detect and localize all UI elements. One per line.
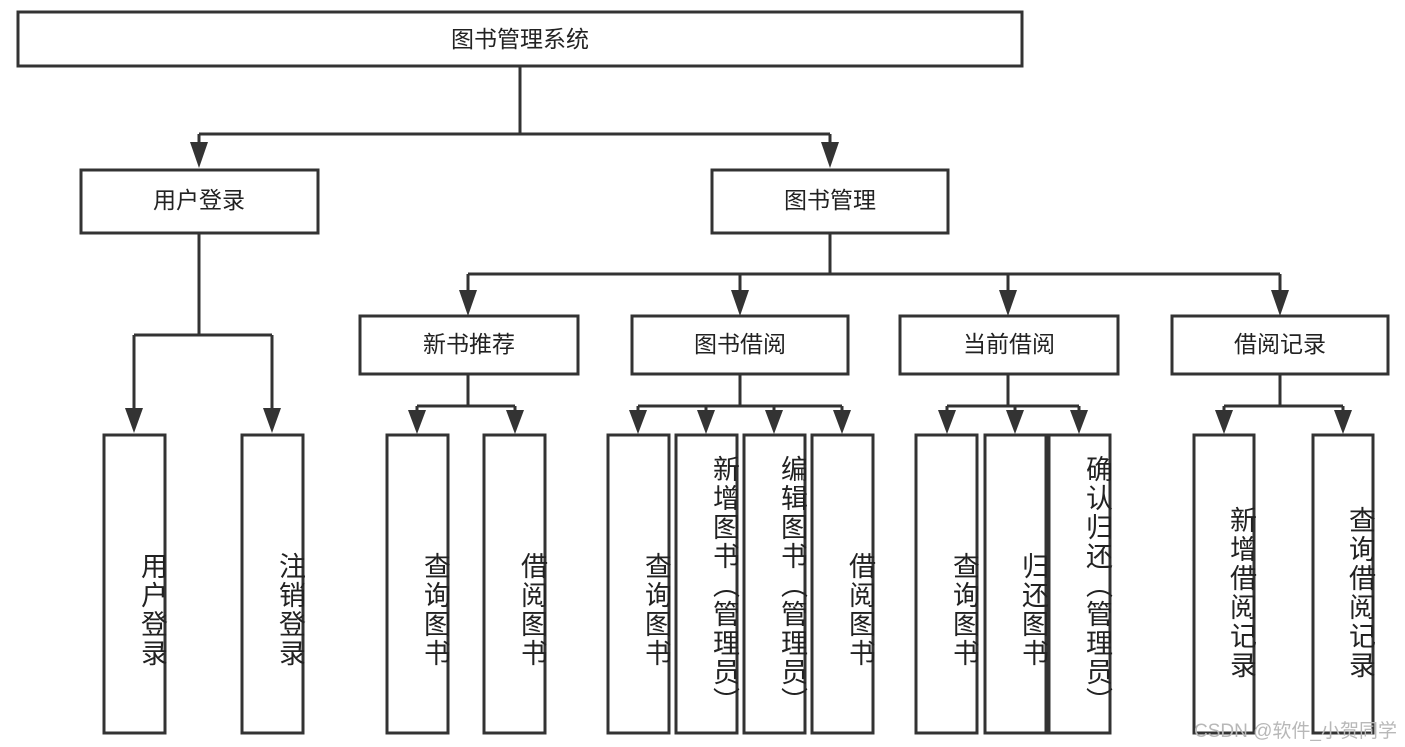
label-current-borrow: 当前借阅 <box>963 331 1055 357</box>
arrow-to-leaf-query-book-c <box>938 410 956 434</box>
label-borrow-record: 借阅记录 <box>1234 331 1326 357</box>
node-borrow-record[interactable] <box>1170 314 1390 376</box>
node-leaf-7[interactable] <box>810 433 875 735</box>
arrow-to-leaf-confirm-return <box>1070 410 1088 434</box>
arrow-to-current-borrow <box>999 290 1017 316</box>
node-leaf-2[interactable] <box>385 433 450 735</box>
arrow-to-leaf-borrow-book-b <box>833 410 851 434</box>
arrow-to-book-borrow <box>731 290 749 316</box>
arrow-to-leaf-return-book <box>1006 410 1024 434</box>
node-leaf-3[interactable] <box>482 433 547 735</box>
arrow-to-leaf-user-login <box>125 408 143 433</box>
arrow-to-book-mgmt <box>821 142 839 168</box>
label-root-system: 图书管理系统 <box>451 26 589 52</box>
node-book-management[interactable] <box>710 168 950 235</box>
label-book-borrow: 图书借阅 <box>694 331 786 357</box>
node-leaf-1[interactable] <box>240 433 305 735</box>
arrow-to-leaf-query-book-a <box>408 410 426 434</box>
node-leaf-9[interactable] <box>983 433 1048 735</box>
arrow-to-user-login <box>190 142 208 168</box>
arrow-to-leaf-add-book <box>697 410 715 434</box>
arrow-to-leaf-query-book-b <box>629 410 647 434</box>
node-book-borrow[interactable] <box>630 314 850 376</box>
arrow-to-leaf-add-record <box>1215 410 1233 434</box>
node-leaf-10[interactable] <box>1047 433 1112 735</box>
node-leaf-6[interactable] <box>742 433 807 735</box>
arrow-to-borrow-record <box>1271 290 1289 316</box>
horizontal-label-group: 图书管理系统 用户登录 图书管理 新书推荐 图书借阅 当前借阅 借阅记录 <box>153 26 1326 357</box>
node-leaf-11[interactable] <box>1192 433 1256 735</box>
node-new-book-recommend[interactable] <box>358 314 580 376</box>
node-root-system[interactable] <box>16 10 1024 68</box>
node-leaf-8[interactable] <box>914 433 979 735</box>
arrow-to-new-book-rec <box>459 290 477 316</box>
node-leaf-12[interactable] <box>1311 433 1375 735</box>
arrow-to-leaf-logout <box>263 408 281 433</box>
connector-group <box>125 66 1352 434</box>
node-user-login[interactable] <box>79 168 320 235</box>
arrow-to-leaf-query-record <box>1334 410 1352 434</box>
label-user-login: 用户登录 <box>153 187 245 213</box>
node-box-group <box>16 10 1390 735</box>
label-new-book-recommend: 新书推荐 <box>423 331 515 357</box>
node-leaf-4[interactable] <box>606 433 671 735</box>
csdn-watermark: CSDN @软件_小贺同学 <box>1194 721 1397 742</box>
node-leaf-0[interactable] <box>102 433 167 735</box>
label-book-management: 图书管理 <box>784 187 876 213</box>
arrow-to-leaf-edit-book <box>765 410 783 434</box>
node-leaf-5[interactable] <box>674 433 739 735</box>
arrow-to-leaf-borrow-book-a <box>506 410 524 434</box>
node-current-borrow[interactable] <box>898 314 1120 376</box>
